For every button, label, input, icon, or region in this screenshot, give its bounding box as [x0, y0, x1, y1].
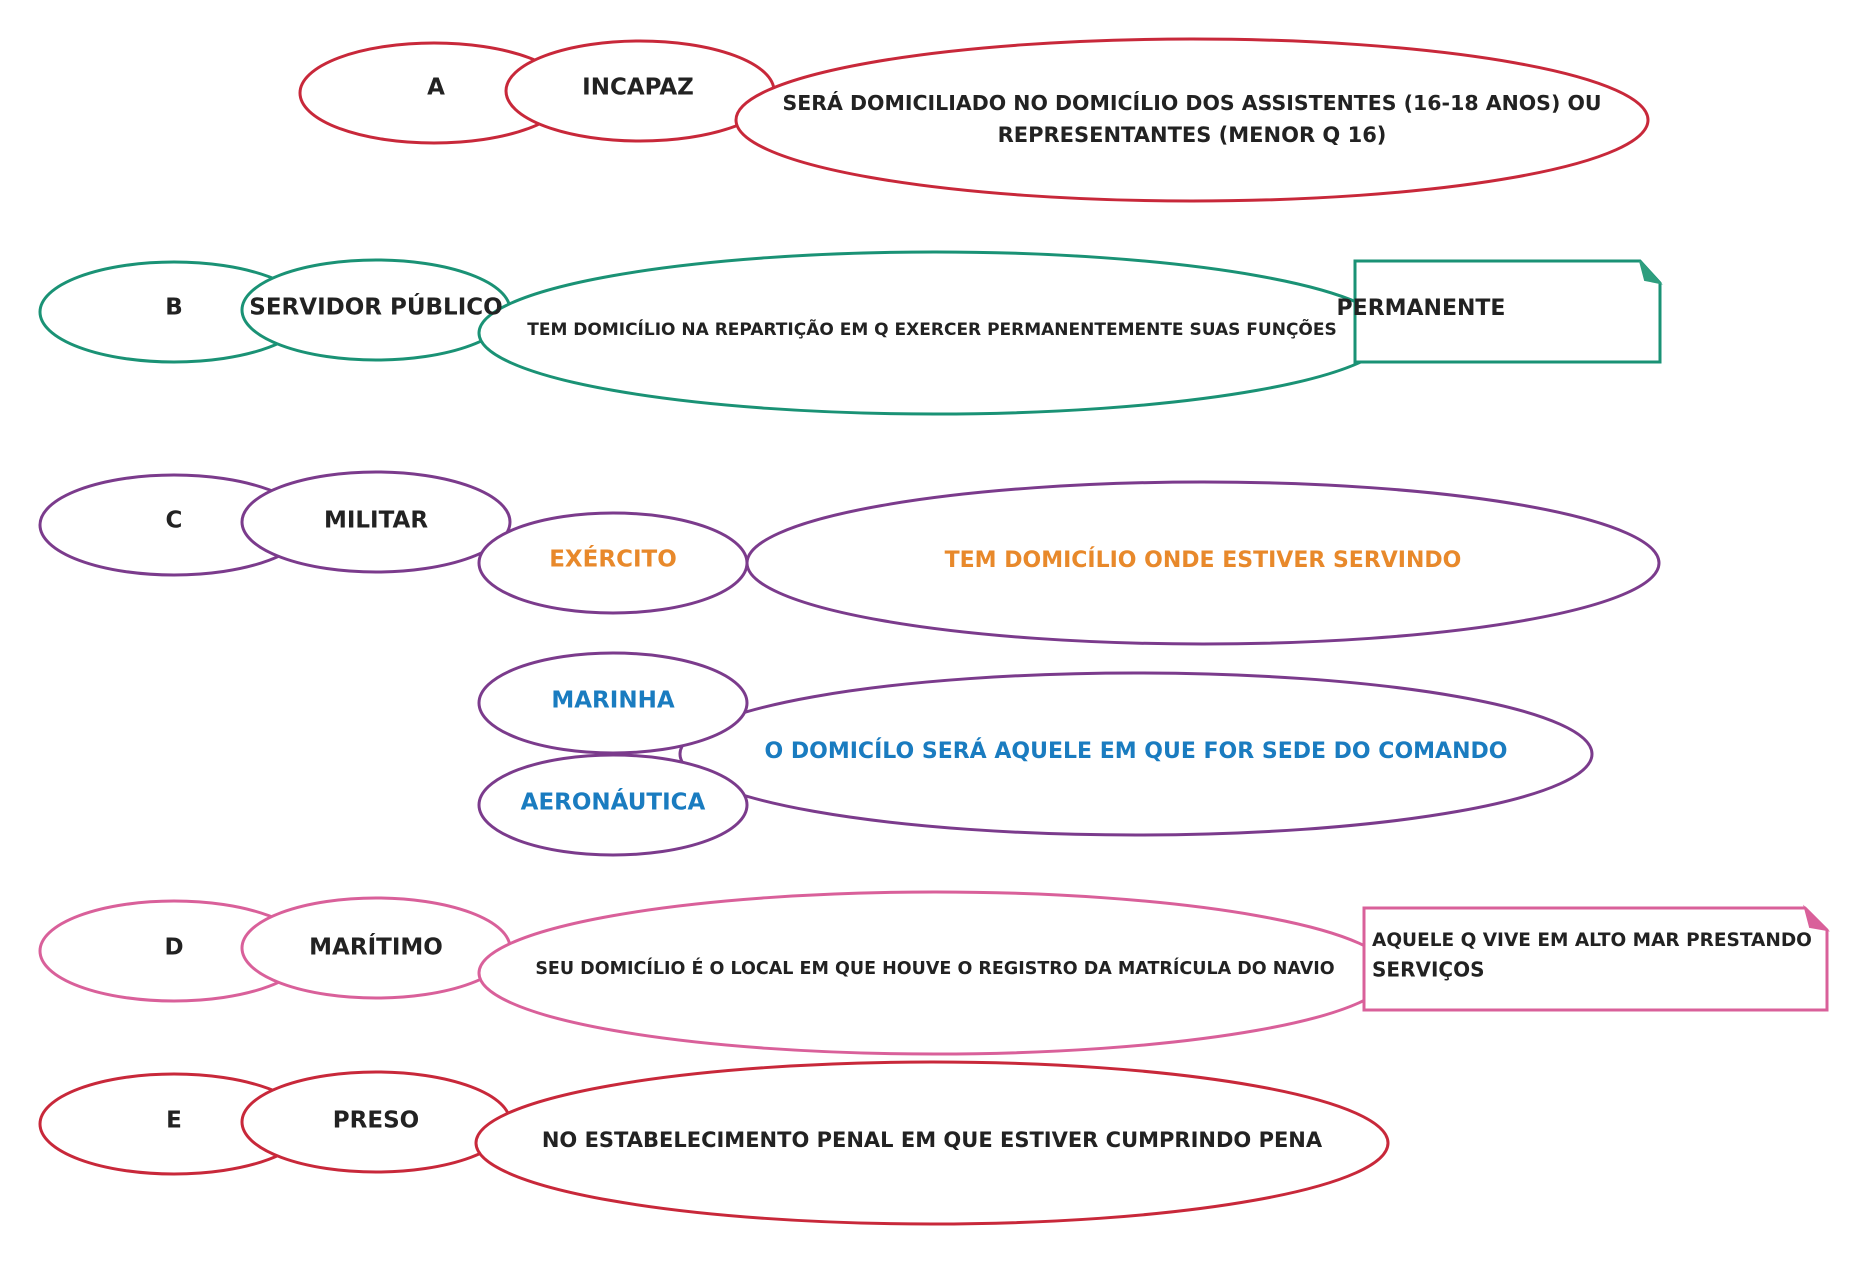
- row-c-marinha-aero-rule-node: [678, 671, 1594, 837]
- row-c-letter-label: C: [166, 508, 183, 534]
- row-c-aeronautica-node: [477, 753, 749, 857]
- row-b-note-fold-icon: [1639, 260, 1663, 285]
- row-e-category-label: PRESO: [333, 1108, 419, 1134]
- row-a-rule-label-line1: SERÁ DOMICILIADO NO DOMICÍLIO DOS ASSIST…: [782, 90, 1601, 115]
- row-e: E PRESO NO ESTABELECIMENTO PENAL EM QUE …: [38, 1060, 1390, 1226]
- row-d-note-label-line2: SERVIÇOS: [1372, 958, 1484, 982]
- row-c-marinha-label: MARINHA: [551, 688, 674, 714]
- row-d: D MARÍTIMO SEU DOMICÍLIO É O LOCAL EM QU…: [38, 890, 1830, 1056]
- row-c-exercito-node: [477, 511, 749, 615]
- row-d-note-fold-icon: [1803, 904, 1830, 932]
- row-d-note-label-line1: AQUELE Q VIVE EM ALTO MAR PRESTANDO: [1372, 930, 1812, 951]
- row-c-aeronautica-label: AERONÁUTICA: [521, 788, 706, 816]
- row-e-rule-node: [474, 1060, 1390, 1226]
- row-d-letter-label: D: [164, 935, 183, 961]
- row-d-category-label: MARÍTIMO: [309, 933, 443, 961]
- row-c-marinha-node: [477, 651, 749, 755]
- row-c: C MILITAR EXÉRCITO TEM DOMICÍLIO ONDE ES…: [38, 470, 1661, 857]
- row-d-rule-label: SEU DOMICÍLIO É O LOCAL EM QUE HOUVE O R…: [535, 957, 1334, 979]
- row-e-letter-label: E: [166, 1108, 182, 1134]
- row-b-note-box: [1353, 259, 1662, 364]
- row-c-exercito-rule-label: TEM DOMICÍLIO ONDE ESTIVER SERVINDO: [945, 547, 1462, 573]
- row-a: A INCAPAZ SERÁ DOMICILIADO NO DOMICÍLIO …: [298, 37, 1650, 203]
- row-a-category-label: INCAPAZ: [582, 75, 694, 101]
- row-b-rule-label: TEM DOMICÍLIO NA REPARTIÇÃO EM Q EXERCER…: [527, 317, 1337, 340]
- row-d-note-box: [1362, 906, 1829, 1012]
- row-c-category-node: [240, 470, 512, 574]
- row-a-letter-label: A: [427, 75, 445, 101]
- row-e-rule-label: NO ESTABELECIMENTO PENAL EM QUE ESTIVER …: [542, 1128, 1323, 1152]
- row-b-category-label: SERVIDOR PÚBLICO: [249, 293, 502, 321]
- row-b-letter-label: B: [165, 295, 183, 321]
- row-a-rule-node: [734, 37, 1650, 203]
- row-c-exercito-label: EXÉRCITO: [549, 545, 677, 573]
- row-b-note-label: PERMANENTE: [1337, 296, 1506, 321]
- row-b: B SERVIDOR PÚBLICO TEM DOMICÍLIO NA REPA…: [38, 250, 1663, 416]
- row-c-category-label: MILITAR: [324, 508, 428, 534]
- row-c-marinha-aero-rule-label: O DOMICÍLO SERÁ AQUELE EM QUE FOR SEDE D…: [765, 738, 1508, 764]
- row-a-rule-label-line2: REPRESENTANTES (MENOR Q 16): [998, 123, 1387, 147]
